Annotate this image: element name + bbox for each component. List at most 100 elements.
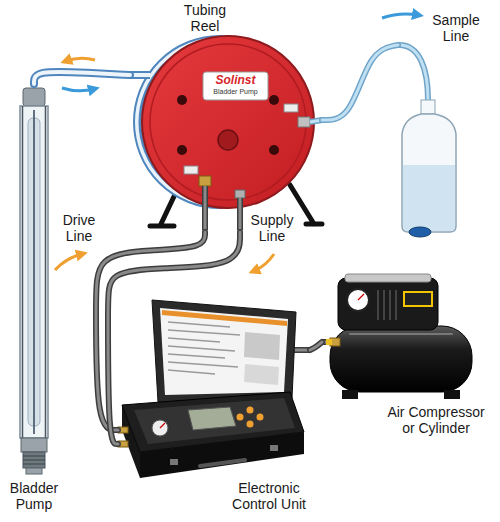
flow-arrow xyxy=(55,14,418,271)
hose-outline xyxy=(310,342,322,350)
sample-bottle xyxy=(402,114,456,232)
flow-arrow xyxy=(254,254,274,271)
hose-outline xyxy=(34,72,130,84)
hose-stub xyxy=(204,186,207,230)
compressor-figure xyxy=(342,390,358,399)
reel-disk xyxy=(269,145,279,155)
control-unit-figure xyxy=(247,421,254,428)
compressor-figure xyxy=(404,292,432,306)
reel-disk xyxy=(142,36,314,208)
hose xyxy=(108,232,240,444)
line-label: Drive Line xyxy=(56,212,102,244)
reel-disk xyxy=(203,72,268,100)
compressor-figure xyxy=(378,290,396,320)
plate-text: Bladder Pump xyxy=(205,88,266,96)
compressor-figure xyxy=(444,390,460,399)
hose-line xyxy=(310,342,322,350)
control-unit-figure xyxy=(170,459,178,465)
reel-fitting xyxy=(235,190,245,198)
control-unit: Electronic Control Unit xyxy=(118,295,310,517)
component-label: Electronic Control Unit xyxy=(230,480,308,512)
hose-outline xyxy=(108,232,240,444)
control-unit-figure xyxy=(160,423,165,428)
control-unit-figure xyxy=(160,308,288,395)
bladder-pump-figure xyxy=(26,468,42,474)
control-unit-figure xyxy=(168,322,240,374)
control-unit-figure xyxy=(188,407,236,430)
tubing-reel: Tubing ReelSolinstBladder Pump xyxy=(130,0,322,232)
component-label: Air Compressor or Cylinder xyxy=(380,404,492,436)
compressor-figure xyxy=(330,326,472,392)
sample-bottle xyxy=(403,165,455,231)
compressor-figure xyxy=(326,339,332,345)
bladder-pump-figure xyxy=(20,106,48,438)
control-unit-figure xyxy=(247,407,254,414)
component-label: Sample Line xyxy=(430,12,482,44)
bladder-pump: Bladder Pump xyxy=(4,84,66,518)
compressor-figure xyxy=(338,278,438,330)
bladder-pump-figure xyxy=(23,456,45,464)
bladder-pump-figure xyxy=(21,438,47,452)
bladder-pump-figure xyxy=(23,452,45,468)
flow-arrow xyxy=(66,58,95,61)
bladder-pump-figure xyxy=(22,106,24,438)
reel-disk xyxy=(142,36,314,208)
hose-stub xyxy=(398,45,428,100)
hose-stub xyxy=(398,45,428,100)
compressor-figure xyxy=(358,294,364,300)
sample-bottle xyxy=(409,227,431,237)
bladder-pump-figure xyxy=(45,106,47,438)
line-label: Supply Line xyxy=(248,212,296,244)
hose xyxy=(310,342,322,350)
control-unit-figure xyxy=(152,300,296,402)
control-unit-figure xyxy=(244,364,279,385)
bladder-pump-figure xyxy=(23,88,45,106)
hose-stub xyxy=(237,198,243,230)
reel-fitting xyxy=(184,104,310,198)
sample-bottle xyxy=(402,100,456,237)
flow-arrow xyxy=(382,14,418,18)
control-unit-figure xyxy=(140,432,304,478)
hose xyxy=(322,45,398,120)
control-unit-figure xyxy=(152,420,168,436)
control-unit-figure xyxy=(244,332,280,360)
bladder-pump-figure xyxy=(20,88,48,474)
control-unit-figure xyxy=(257,414,264,421)
sample-bottle xyxy=(421,100,435,114)
control-unit-figure xyxy=(237,414,244,421)
component-label: Bladder Pump xyxy=(4,480,64,512)
hose-stub xyxy=(202,186,208,230)
reel-disk xyxy=(269,95,279,105)
hose-line xyxy=(322,45,398,120)
compressor-figure xyxy=(350,333,452,335)
reel-fitting xyxy=(284,104,298,112)
control-unit-figure xyxy=(118,300,304,478)
hose-stub xyxy=(239,198,242,230)
hose xyxy=(34,72,130,84)
compressor-figure xyxy=(326,274,472,399)
reel-fitting xyxy=(199,176,211,186)
control-unit-figure xyxy=(200,460,245,466)
component-label: Tubing Reel xyxy=(172,2,238,34)
air-compressor: Air Compressor or Cylinder xyxy=(322,268,494,440)
compressor-figure xyxy=(347,289,369,311)
bladder-pump-figure xyxy=(33,110,35,434)
brand-logo: Solinst xyxy=(205,73,266,87)
control-unit-figure xyxy=(270,445,278,451)
reel-fitting xyxy=(184,166,198,174)
compressor-figure xyxy=(345,274,431,282)
hose-outline xyxy=(96,232,205,430)
sample-bottle: Sample Line xyxy=(398,4,484,242)
reel-fitting xyxy=(298,117,310,127)
reel-disk xyxy=(150,44,306,200)
hose xyxy=(96,232,205,430)
hose-line xyxy=(96,232,205,430)
reel-disk xyxy=(177,145,187,155)
reel-disk xyxy=(177,95,187,105)
hose-line xyxy=(108,232,240,444)
hose-line xyxy=(34,72,130,84)
reel-disk xyxy=(218,130,238,150)
